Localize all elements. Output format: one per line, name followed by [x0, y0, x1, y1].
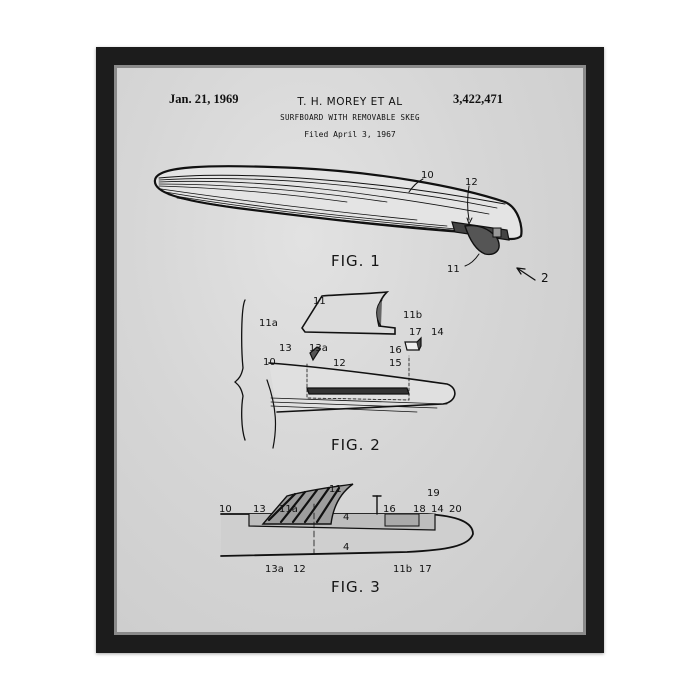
svg-text:12: 12 [465, 177, 478, 188]
svg-text:17: 17 [419, 564, 432, 575]
svg-text:13: 13 [253, 504, 266, 515]
svg-text:11: 11 [329, 484, 342, 495]
patent-filed-date: Filed April 3, 1967 [304, 130, 396, 139]
svg-text:11a: 11a [279, 504, 298, 515]
svg-text:18: 18 [413, 504, 426, 515]
svg-text:10: 10 [421, 170, 434, 181]
svg-text:15: 15 [389, 358, 402, 369]
patent-title: SURFBOARD WITH REMOVABLE SKEG [280, 113, 420, 122]
svg-text:11b: 11b [403, 310, 422, 321]
patent-print: Jan. 21, 1969 T. H. MOREY ET AL 3,422,47… [117, 68, 583, 632]
svg-text:11a: 11a [259, 318, 278, 329]
fig3-label: FIG. 3 [331, 578, 381, 596]
svg-text:12: 12 [333, 358, 346, 369]
svg-text:13a: 13a [309, 343, 328, 354]
fig2-exploded-view [234, 290, 456, 449]
svg-text:13: 13 [279, 343, 292, 354]
svg-text:13a: 13a [265, 564, 284, 575]
svg-text:19: 19 [427, 488, 440, 499]
svg-text:10: 10 [263, 357, 276, 368]
patent-date: Jan. 21, 1969 [169, 92, 239, 106]
svg-text:20: 20 [449, 504, 462, 515]
svg-text:11: 11 [447, 264, 460, 275]
fig3-cross-section [220, 483, 474, 557]
svg-text:4: 4 [343, 542, 349, 553]
fig1-surfboard [153, 165, 536, 281]
svg-text:16: 16 [389, 345, 402, 356]
svg-text:12: 12 [293, 564, 306, 575]
svg-text:4: 4 [343, 512, 349, 523]
fig2-label: FIG. 2 [331, 436, 381, 454]
patent-drawings: 10 12 11 2 11 11a 11b 17 14 13 13a 16 15… [153, 165, 549, 575]
fig1-label: FIG. 1 [331, 252, 381, 270]
svg-text:10: 10 [219, 504, 232, 515]
patent-number: 3,422,471 [453, 92, 503, 106]
svg-text:14: 14 [431, 504, 444, 515]
svg-text:11b: 11b [393, 564, 412, 575]
svg-text:16: 16 [383, 504, 396, 515]
svg-text:17: 17 [409, 327, 422, 338]
svg-text:11: 11 [313, 296, 326, 307]
svg-text:14: 14 [431, 327, 444, 338]
svg-text:2: 2 [541, 271, 549, 285]
patent-inventor: T. H. MOREY ET AL [297, 96, 403, 108]
